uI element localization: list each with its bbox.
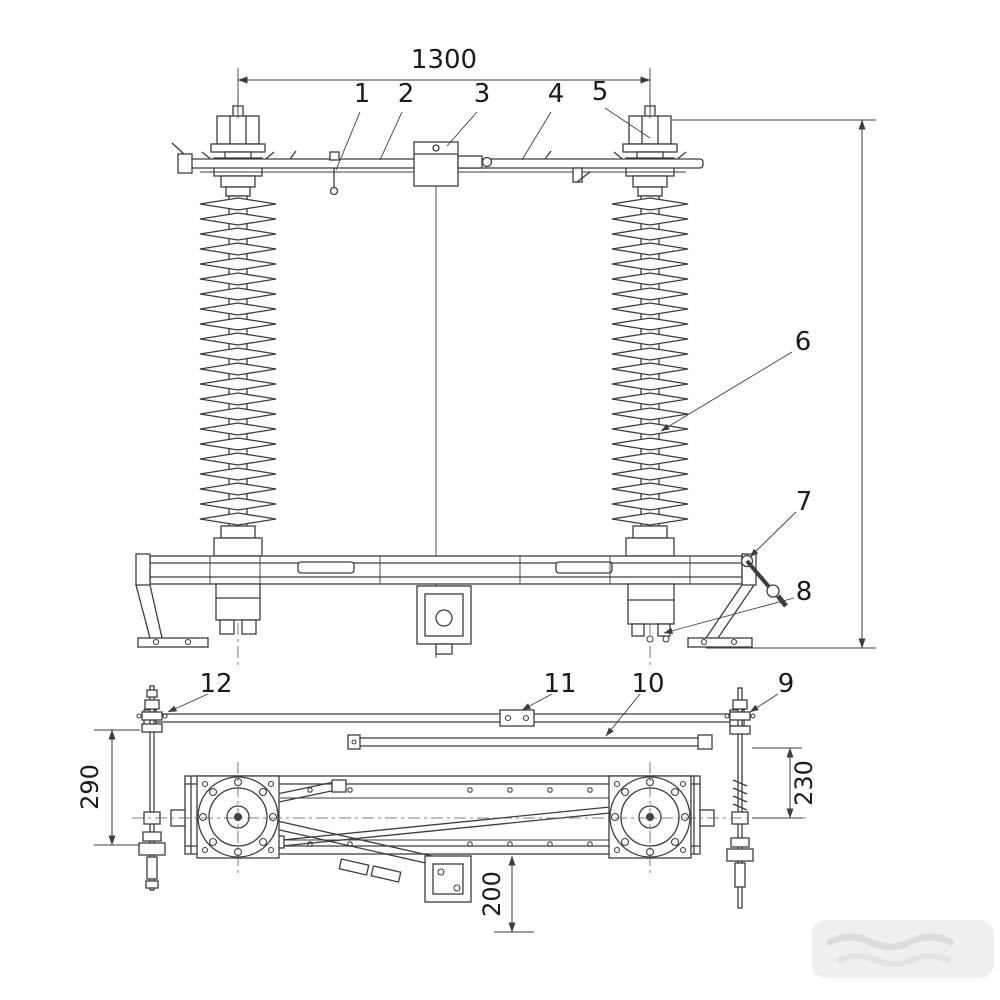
- blade-latch: [329, 151, 340, 161]
- dimension-width: 1300: [237, 45, 651, 118]
- dimension-height: [672, 119, 876, 649]
- left-end-bracket: [135, 553, 151, 586]
- dimension-width-label: 1300: [411, 45, 477, 75]
- dimension-290: 290: [76, 729, 140, 846]
- callout-5-label: 5: [592, 77, 609, 107]
- right-pedestal: [627, 583, 675, 643]
- watermark: [812, 920, 994, 978]
- dimension-230-label: 230: [790, 760, 818, 806]
- callout-10-label: 10: [631, 669, 664, 699]
- callout-7-label: 7: [796, 487, 813, 517]
- plan-callouts: 12 11 10 9: [167, 669, 795, 737]
- front-view: 1300 1 2 3 4 5 6 7 8: [135, 45, 876, 668]
- insulator-right: [612, 106, 688, 556]
- callout-3-label: 3: [474, 79, 491, 109]
- plan-centerlines: [132, 762, 806, 876]
- rod-upper-coupler: [499, 709, 535, 727]
- callout-6-label: 6: [795, 327, 812, 357]
- center-mechanism: [416, 585, 472, 655]
- rod-lower: [347, 734, 713, 750]
- base-frame: [135, 553, 788, 655]
- plan-gearbox: [424, 855, 472, 903]
- callout-9-label: 9: [778, 669, 795, 699]
- dimension-290-label: 290: [76, 764, 104, 810]
- insulator-left: [200, 106, 276, 556]
- front-callouts: 1 2 3 4 5 6 7 8: [335, 77, 813, 634]
- dimension-200-label: 200: [478, 871, 506, 917]
- left-foot: [137, 637, 209, 648]
- left-pedestal: [215, 583, 261, 635]
- callout-8-label: 8: [796, 577, 813, 607]
- dimension-230: 230: [752, 747, 818, 819]
- callout-1-label: 1: [354, 79, 371, 109]
- plan-view: 290 230 200 12 11 10 9: [76, 669, 818, 933]
- callout-2-label: 2: [398, 79, 415, 109]
- vertical-rod-left: [136, 685, 168, 891]
- dimension-200: 200: [478, 855, 534, 933]
- callout-12-label: 12: [199, 669, 232, 699]
- rod-upper: [143, 709, 745, 727]
- callout-4-label: 4: [548, 79, 565, 109]
- center-drive: [413, 141, 493, 187]
- right-foot: [687, 637, 753, 648]
- callout-11-label: 11: [543, 669, 576, 699]
